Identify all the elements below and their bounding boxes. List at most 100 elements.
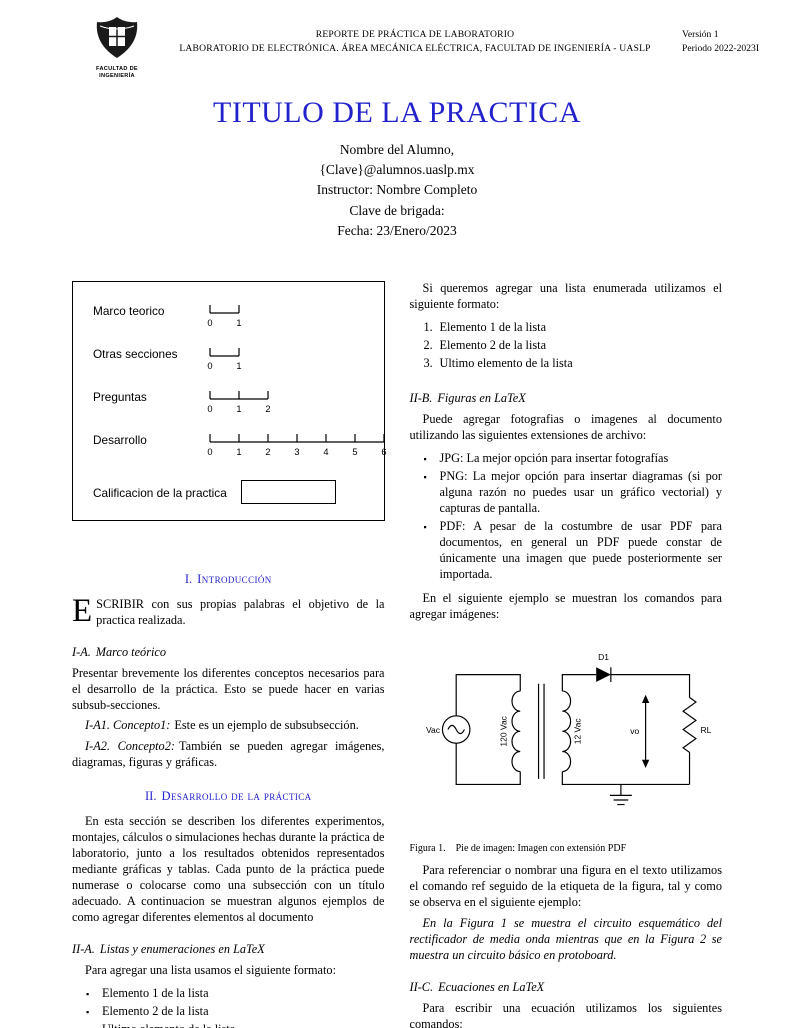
left-column: Marco teorico 0 1 Otras secciones 0 1: [72, 281, 387, 1028]
list-item: ▪PNG: La mejor opción para insertar diag…: [423, 469, 723, 516]
logo-caption: FACULTAD DE INGENIERÍA: [86, 66, 148, 80]
item-number: 3.: [423, 356, 433, 371]
logo-caption-line1: FACULTAD DE: [96, 66, 138, 72]
rectifier-circuit-image: Vac 120 Vac 12 Vac D1 vo RL: [426, 652, 711, 806]
numbered-list: 1.Elemento 1 de la lista 2.Elemento 2 de…: [424, 320, 723, 374]
list-item: ▪JPG: La mejor opción para insertar foto…: [423, 451, 669, 466]
grade-label: Calificacion de la practica: [93, 485, 227, 500]
subsubsection-concepto2: I-A2. Concepto2:También se pueden agrega…: [72, 739, 385, 770]
rubric-label: Otras secciones: [93, 347, 178, 362]
list-item: 1.Elemento 1 de la lista: [423, 320, 547, 335]
ecuaciones-intro-paragraph: Para escribir una ecuación utilizamos lo…: [409, 1000, 723, 1028]
rubric-label: Desarrollo: [93, 433, 147, 448]
primary-voltage-label: 120 Vac: [498, 715, 508, 746]
drop-cap: E: [72, 592, 93, 629]
list-item: ▪Elemento 2 de la lista: [86, 1003, 209, 1018]
author-email: {Clave}@alumnos.uaslp.mx: [319, 162, 475, 178]
bullet-marker: ▪: [423, 454, 427, 465]
bullet-list: ▪Elemento 1 de la lista ▪Elemento 2 de l…: [86, 986, 385, 1028]
list-item: 2.Elemento 2 de la lista: [423, 338, 547, 353]
svg-text:0: 0: [207, 447, 212, 457]
svg-text:0: 0: [207, 361, 212, 371]
page-title: TITULO DE LA PRACTICA: [213, 95, 581, 129]
svg-text:2: 2: [265, 404, 270, 414]
author-name: Nombre del Alumno,: [339, 141, 455, 157]
item-number: 1.: [423, 320, 433, 335]
figure-caption-text: Pie de imagen: Imagen con extensión PDF: [455, 842, 627, 854]
header-center: REPORTE DE PRÁCTICA DE LABORATORIO LABOR…: [148, 16, 682, 57]
list-item: 3.Ultimo elemento de la lista: [423, 356, 573, 371]
source-label: Vac: [426, 725, 441, 735]
svg-text:1: 1: [236, 318, 241, 328]
svg-text:5: 5: [352, 447, 357, 457]
subsection-heading-listas: II-A.Listas y enumeraciones en LaTeX: [72, 941, 265, 956]
primary-coil-icon: [511, 690, 521, 773]
rubric-row-desarrollo: Desarrollo 0 1 2 3 4 5 6: [93, 431, 387, 459]
bullet-marker: ▪: [423, 522, 427, 533]
vout-label: vo: [630, 726, 639, 736]
resistor-icon: [681, 696, 697, 785]
load-label: RL: [700, 725, 711, 735]
formats-bullet-list: ▪JPG: La mejor opción para insertar foto…: [424, 451, 723, 585]
header-version: Versión 1: [682, 29, 719, 40]
score-scale-0-6: 0 1 2 3 4 5 6: [207, 434, 387, 457]
figure-ref-paragraph: Para referenciar o nombrar una figura en…: [409, 862, 723, 909]
listas-intro-paragraph: Para agregar una lista usamos el siguien…: [85, 962, 336, 977]
item-number: 2.: [423, 338, 433, 353]
svg-text:1: 1: [236, 404, 241, 414]
date-line: Fecha: 23/Enero/2023: [337, 222, 457, 238]
header-version-block: Versión 1 Periodo 2022-2023I: [682, 16, 770, 57]
transformer-core-icon: [537, 683, 545, 779]
figure-1: Vac 120 Vac 12 Vac D1 vo RL Figura 1. Pi…: [410, 638, 723, 855]
enum-intro-paragraph: Si queremos agregar una lista enumerada …: [409, 281, 723, 312]
journal-header: FACULTAD DE INGENIERÍA REPORTE DE PRÁCTI…: [24, 16, 770, 80]
header-report-type: REPORTE DE PRÁCTICA DE LABORATORIO: [315, 29, 515, 40]
list-item: ▪Elemento 1 de la lista: [86, 985, 209, 1000]
svg-text:6: 6: [381, 447, 386, 457]
svg-text:4: 4: [323, 447, 328, 457]
bullet-marker: ▪: [86, 1022, 102, 1028]
rubric-row-preguntas: Preguntas 0 1 2: [93, 388, 370, 416]
score-scale-0-2: 0 1 2: [207, 391, 271, 414]
figuras-intro-paragraph: Puede agregar fotografias o imagenes al …: [409, 412, 723, 443]
svg-text:1: 1: [236, 447, 241, 457]
brigade-line: Clave de brigada:: [349, 202, 445, 218]
desarrollo-lead-paragraph: En esta sección se describen los diferen…: [72, 813, 385, 924]
list-item: ▪PDF: A pesar de la costumbre de usar PD…: [423, 519, 723, 581]
grade-box: [240, 480, 336, 505]
instructor-line: Instructor: Nombre Completo: [316, 182, 478, 198]
score-scale-0-1: 0 1: [207, 348, 242, 371]
ground-icon: [609, 784, 632, 806]
author-block: Nombre del Alumno, {Clave}@alumnos.uaslp…: [24, 140, 770, 241]
section-heading-desarrollo: II.Desarrollo de la práctica: [144, 789, 312, 804]
university-logo: FACULTAD DE INGENIERÍA: [86, 16, 148, 80]
bullet-marker: ▪: [423, 472, 427, 483]
rubric-box: Marco teorico 0 1 Otras secciones 0 1: [72, 281, 387, 522]
svg-text:1: 1: [236, 361, 241, 371]
secondary-coil-icon: [562, 690, 571, 773]
svg-text:2: 2: [265, 447, 270, 457]
document-body: Marco teorico 0 1 Otras secciones 0 1: [72, 281, 722, 1028]
rubric-row-marco: Marco teorico 0 1: [93, 302, 370, 330]
rubric-label: Marco teorico: [93, 304, 165, 319]
section-heading-introduccion: I.Introducción: [184, 572, 272, 587]
example-intro-paragraph: En el siguiente ejemplo se muestran los …: [409, 590, 723, 621]
rubric-row-otras: Otras secciones 0 1: [93, 345, 370, 373]
score-scale-0-1: 0 1: [207, 305, 242, 328]
subsubsection-concepto1: I-A1. Concepto1:Este es un ejemplo de su…: [85, 718, 359, 733]
subsection-heading-figuras: II-B.Figuras en LaTeX: [409, 391, 526, 406]
logo-caption-line2: INGENIERÍA: [99, 72, 135, 79]
bullet-marker: ▪: [86, 1006, 90, 1017]
list-item: ▪Ultimo elemento de la lista: [86, 1022, 385, 1028]
diode-icon: [595, 667, 611, 682]
right-column: Si queremos agregar una lista enumerada …: [410, 281, 723, 1028]
crest-icon: [96, 17, 138, 58]
svg-text:0: 0: [207, 318, 212, 328]
rubric-grade-row: Calificacion de la practica: [93, 480, 370, 505]
header-period: Periodo 2022-2023I: [682, 43, 760, 55]
svg-text:3: 3: [294, 447, 299, 457]
figure-caption: Figura 1. Pie de imagen: Imagen con exte…: [410, 842, 723, 855]
secondary-voltage-label: 12 Vac: [572, 718, 582, 745]
